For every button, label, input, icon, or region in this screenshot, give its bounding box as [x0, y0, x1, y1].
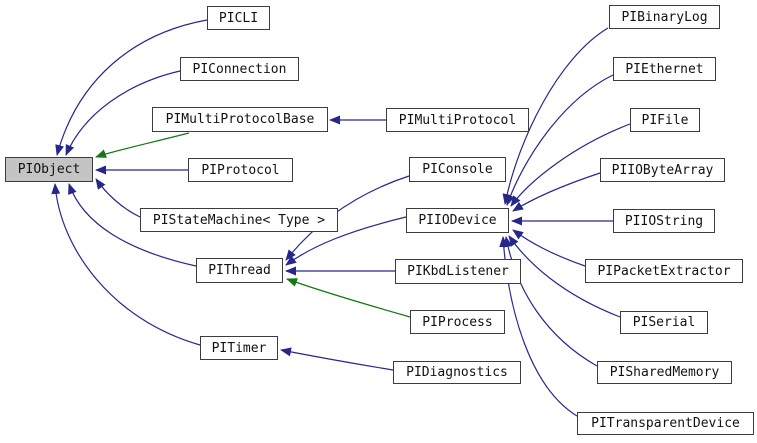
edge-pibinarylog-to-piiodevice	[502, 27, 609, 205]
edge-piiodevice-to-pithread	[285, 216, 407, 266]
node-pidiagnostics[interactable]: PIDiagnostics	[393, 361, 521, 384]
node-pitimer[interactable]: PITimer	[200, 336, 278, 360]
node-pitransparentdevice[interactable]: PITransparentDevice	[577, 412, 754, 435]
edge-pipacketextractor-to-piiodevice	[512, 229, 586, 267]
node-pimultiprotocolbase[interactable]: PIMultiProtocolBase	[152, 107, 328, 132]
node-pithread[interactable]: PIThread	[196, 258, 283, 283]
edge-pithread-to-piobject	[68, 183, 197, 267]
node-picli[interactable]: PICLI	[207, 6, 270, 30]
node-piprocess[interactable]: PIProcess	[410, 310, 505, 334]
edge-piprocess-to-pithread	[286, 278, 411, 318]
node-pistatemachine[interactable]: PIStateMachine< Type >	[140, 208, 338, 232]
node-piiostring[interactable]: PIIOString	[613, 209, 715, 233]
node-pisharedmemory[interactable]: PISharedMemory	[597, 361, 732, 384]
edge-piserial-to-piiodevice	[508, 235, 621, 318]
node-pimultiprotocol[interactable]: PIMultiProtocol	[386, 108, 529, 132]
edge-pitimer-to-piobject	[51, 183, 201, 346]
node-pibinarylog[interactable]: PIBinaryLog	[609, 5, 720, 29]
node-pikbdlistener[interactable]: PIKbdListener	[395, 259, 521, 284]
node-piiodevice[interactable]: PIIODevice	[406, 208, 509, 233]
edge-pifile-to-piiodevice	[510, 123, 631, 207]
edge-pimultiprotocolbase-to-piobject	[95, 132, 190, 158]
node-piobject[interactable]: PIObject	[5, 157, 93, 182]
node-piconsole[interactable]: PIConsole	[409, 157, 506, 182]
node-pipacketextractor[interactable]: PIPacketExtractor	[585, 259, 743, 283]
edge-piconnection-to-piobject	[65, 70, 181, 156]
node-piiobytearray[interactable]: PIIOByteArray	[600, 158, 725, 182]
edge-picli-to-piobject	[55, 19, 208, 156]
edge-piiobytearray-to-piiodevice	[512, 172, 601, 212]
node-piprotocol[interactable]: PIProtocol	[188, 158, 293, 182]
node-piethernet[interactable]: PIEthernet	[613, 57, 716, 81]
edge-pisharedmemory-to-piiodevice	[503, 236, 598, 367]
edge-pidiagnostics-to-pitimer	[280, 347, 394, 371]
edge-pistatemachine-to-piobject	[95, 178, 141, 218]
node-piconnection[interactable]: PIConnection	[180, 57, 299, 81]
edge-piethernet-to-piiodevice	[506, 74, 614, 206]
node-piserial[interactable]: PISerial	[620, 311, 708, 334]
node-pifile[interactable]: PIFile	[630, 108, 700, 132]
